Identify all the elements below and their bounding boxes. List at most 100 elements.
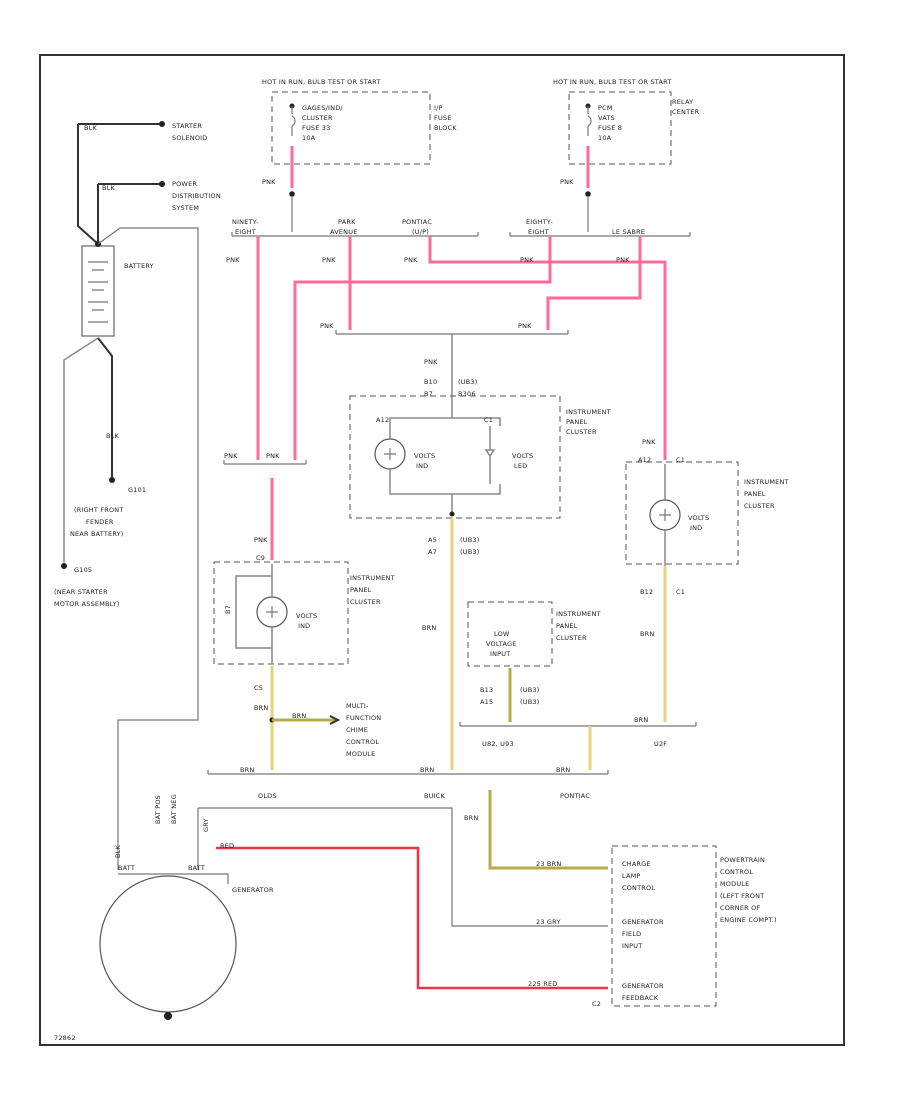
fuse-left-outline: [271, 91, 431, 165]
gry-field-wire: [198, 807, 608, 927]
pcm-pin-brn: 23 BRN: [536, 860, 561, 868]
gen-bat-pos: BAT POS: [154, 795, 162, 824]
variant-pontiac-bottom: PONTIAC: [560, 792, 590, 800]
charge-2: LAMP: [622, 872, 641, 880]
right-pin-c1: C1: [676, 456, 685, 464]
pin-a5: A5: [428, 536, 437, 544]
g101-node: [109, 477, 115, 483]
pnk-park-wire: [293, 236, 552, 460]
mfc-2: FUNCTION: [346, 714, 381, 722]
left-pin-b7-vertical: B7: [224, 605, 232, 614]
pnk-label-g: PNK: [518, 322, 532, 330]
generator-ground-node: [164, 1012, 172, 1020]
center-cluster-internal: [389, 398, 501, 514]
brn-label-g: BRN: [420, 766, 434, 774]
main-bus: [207, 770, 609, 775]
lamp-cross: [384, 448, 396, 460]
g101-desc-1: (RIGHT FRONT: [74, 506, 124, 514]
charge-1: CHARGE: [622, 860, 651, 868]
pin-b13: B13: [480, 686, 493, 694]
powertrain-control-module: POWERTRAIN CONTROL MODULE (LEFT FRONT CO…: [611, 845, 777, 1007]
fuse-right-line4: 10A: [598, 134, 612, 142]
pds-cable: [97, 183, 162, 244]
right-cluster-l3: CLUSTER: [744, 502, 775, 510]
g105-desc-2: MOTOR ASSEMBLY): [54, 600, 120, 608]
ground-g105-wire: [63, 337, 99, 564]
fuse-right-symbol: [587, 106, 592, 136]
pin-ub3-4: (UB3): [520, 686, 539, 694]
blk-label-a: BLK: [84, 124, 97, 132]
right-cluster-l1: INSTRUMENT: [744, 478, 789, 486]
brn-label-c: BRN: [254, 704, 268, 712]
right-pin-a12: A12: [638, 456, 651, 464]
fuse-right-loc2: CENTER: [672, 108, 700, 116]
fuse-left-symbol: [291, 106, 296, 136]
battery-to-gen-cable: [97, 227, 199, 870]
pnk-label-j: PNK: [266, 452, 280, 460]
pds-1: POWER: [172, 180, 197, 188]
low-voltage-2: VOLTAGE: [486, 640, 517, 648]
pcm-pin-gry: 23 GRY: [536, 918, 561, 926]
pin-c5-left: C5: [254, 684, 263, 692]
pin-c1-right: C1: [676, 588, 685, 596]
center-volts-led-2: LED: [514, 462, 527, 470]
g101: G101: [128, 486, 146, 494]
right-volts-1: VOLTS: [688, 514, 709, 522]
right-cluster-outline: [625, 461, 739, 565]
left-cluster-l2: PANEL: [350, 586, 372, 594]
blk-label-b: BLK: [102, 184, 115, 192]
low-cluster-l3: CLUSTER: [556, 634, 587, 642]
hot-in-run-right: HOT IN RUN, BULB TEST OR START: [553, 78, 672, 86]
center-cluster-l3: CLUSTER: [566, 428, 597, 436]
pds-node: [159, 181, 165, 187]
option-bar: [459, 722, 697, 727]
low-voltage-cluster: INSTRUMENT PANEL CLUSTER LOW VOLTAGE INP…: [467, 601, 601, 667]
generator: GENERATOR BATT BATT BLK BAT POS BAT NEG …: [99, 794, 274, 1020]
brn-label-d: BRN: [292, 712, 306, 720]
brn-label-h: BRN: [556, 766, 570, 774]
pnk-label-h: PNK: [424, 358, 438, 366]
low-cluster-outline: [467, 601, 553, 667]
fuse-left-line4: 10A: [302, 134, 316, 142]
generator-terminal-bar: [118, 873, 229, 884]
center-cluster-outline: [349, 395, 561, 519]
pin-c9: C9: [256, 554, 265, 562]
center-out-node: [449, 511, 455, 517]
splice-left: [289, 191, 295, 197]
gen-bat-neg: BAT NEG: [170, 794, 178, 824]
fuse-left-line3: FUSE 33: [302, 124, 330, 132]
starter-node: [159, 121, 165, 127]
fuse-left-loc2: FUSE: [434, 114, 452, 122]
pin-c1-center: C1: [484, 416, 493, 424]
right-cluster-l2: PANEL: [744, 490, 766, 498]
fuse-right-loc1: RELAY: [672, 98, 693, 106]
pnk-label-a: PNK: [226, 256, 240, 264]
feedback-2: FEEDBACK: [622, 994, 659, 1002]
center-volts-ind-1: VOLTS: [414, 452, 435, 460]
brn-label-b: BRN: [640, 630, 654, 638]
pin-a15: A15: [480, 698, 493, 706]
variant-ninety-2: EIGHT: [235, 228, 256, 236]
variant-bar-left: [231, 232, 479, 237]
fuse-right-line3: FUSE 8: [598, 124, 622, 132]
brn-label-f: BRN: [240, 766, 254, 774]
pnk-label-f: PNK: [320, 322, 334, 330]
fuse-right-line2: VATS: [598, 114, 615, 122]
battery-icon: [81, 245, 115, 337]
variant-pontiac-top-1: PONTIAC: [402, 218, 432, 226]
pcm-outline: [611, 845, 717, 1007]
mfc-arrow-icon: [329, 715, 341, 725]
red-feedback-wire: [216, 846, 608, 990]
variant-park-2: AVENUE: [330, 228, 358, 236]
pnk-label-b: PNK: [322, 256, 336, 264]
pnk-label-e: PNK: [616, 256, 630, 264]
pin-ub3: (UB3): [458, 378, 477, 386]
right-volts-2: IND: [690, 524, 702, 532]
g105-node: [61, 563, 67, 569]
variant-pontiac-top-2: (U/P): [412, 228, 429, 236]
gen-batt-2: BATT: [188, 864, 205, 872]
pin-b12: B12: [640, 588, 653, 596]
g105-desc-1: (NEAR STARTER: [54, 588, 108, 596]
battery-cells: [88, 261, 108, 323]
